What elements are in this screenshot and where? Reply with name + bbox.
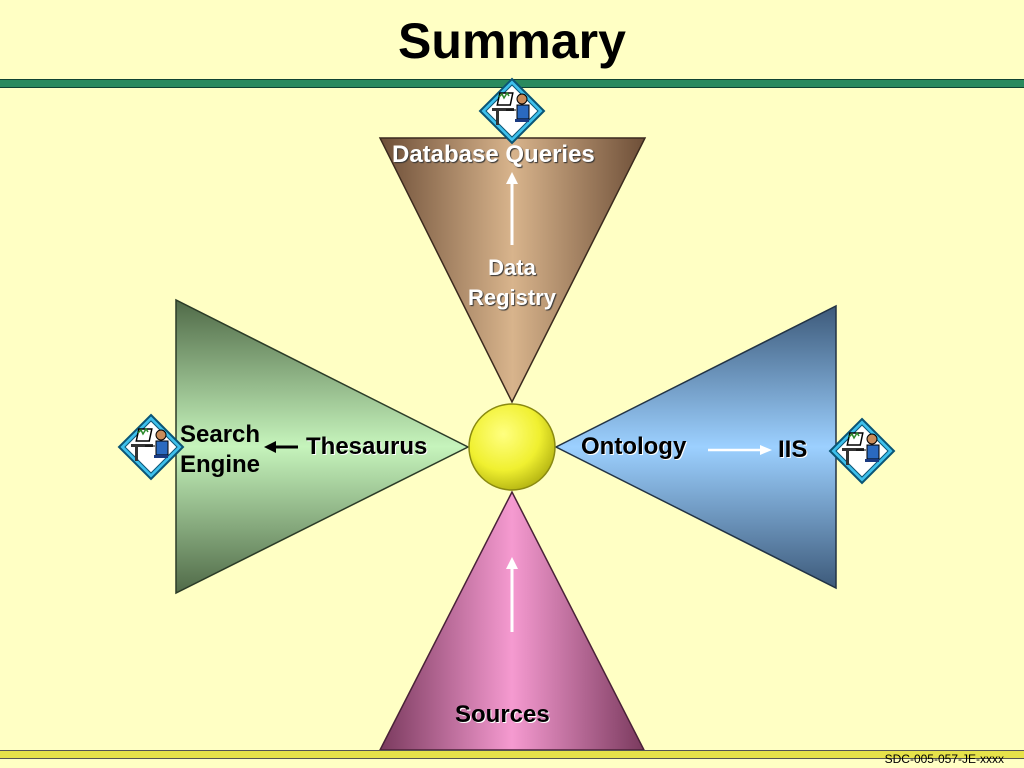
data-registry-line1: Data: [488, 255, 536, 280]
data-registry-label: Data Registry: [462, 253, 562, 313]
page-title: Summary: [398, 13, 626, 69]
computer-user-icon: [118, 414, 184, 480]
ontology-label: Ontology: [581, 433, 687, 460]
computer-user-icon: [479, 78, 545, 144]
search-engine-line1: Search: [180, 421, 261, 448]
thesaurus-to-search-arrow: [264, 441, 298, 453]
ontology-to-iis-arrow: [708, 445, 772, 455]
search-engine-label: Search Engine: [180, 420, 260, 480]
computer-user-icon: [829, 418, 895, 484]
search-engine-line2: Engine: [180, 451, 261, 478]
center-circle: [468, 403, 556, 491]
sources-up-arrow: [506, 557, 518, 632]
data-registry-line2: Registry: [467, 285, 557, 310]
iis-label: IIS: [778, 436, 808, 463]
footer-code: SDC-005-057-JE-xxxx: [884, 752, 1004, 766]
database-queries-label: Database Queries: [392, 141, 595, 168]
sources-label: Sources: [455, 701, 550, 728]
registry-to-queries-arrow: [506, 172, 518, 245]
footer-divider: [0, 750, 1024, 759]
thesaurus-label: Thesaurus: [306, 433, 428, 460]
